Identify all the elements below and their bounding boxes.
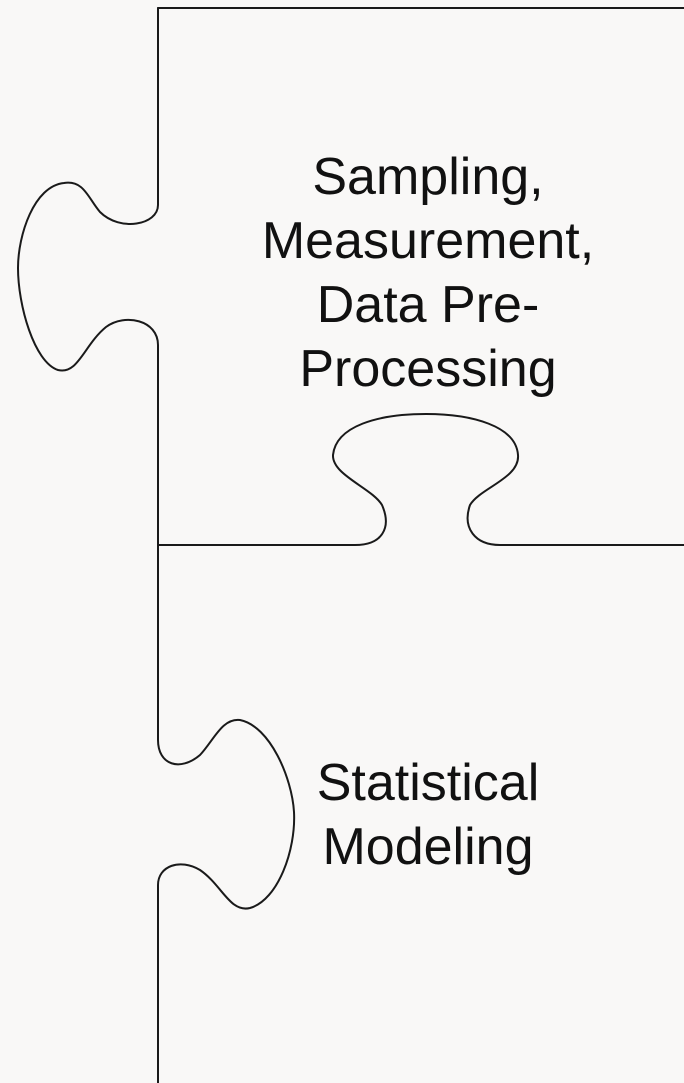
top-piece-label-line: Sampling, (312, 148, 544, 206)
top-piece-label-line: Measurement, (261, 212, 595, 270)
bottom-piece-label-line: Statistical (316, 754, 540, 812)
top-piece-label-line: Processing (299, 340, 557, 398)
bottom-piece-label: Statistical Modeling (258, 751, 598, 879)
top-piece-left-edge (17, 7, 159, 546)
bottom-piece-left-edge (157, 544, 296, 1083)
bottom-piece-label-line: Modeling (322, 818, 534, 876)
shared-boundary-edge (157, 413, 684, 546)
top-piece-label-line: Data Pre- (316, 276, 540, 334)
top-piece-label: Sampling, Measurement, Data Pre- Process… (228, 145, 628, 401)
